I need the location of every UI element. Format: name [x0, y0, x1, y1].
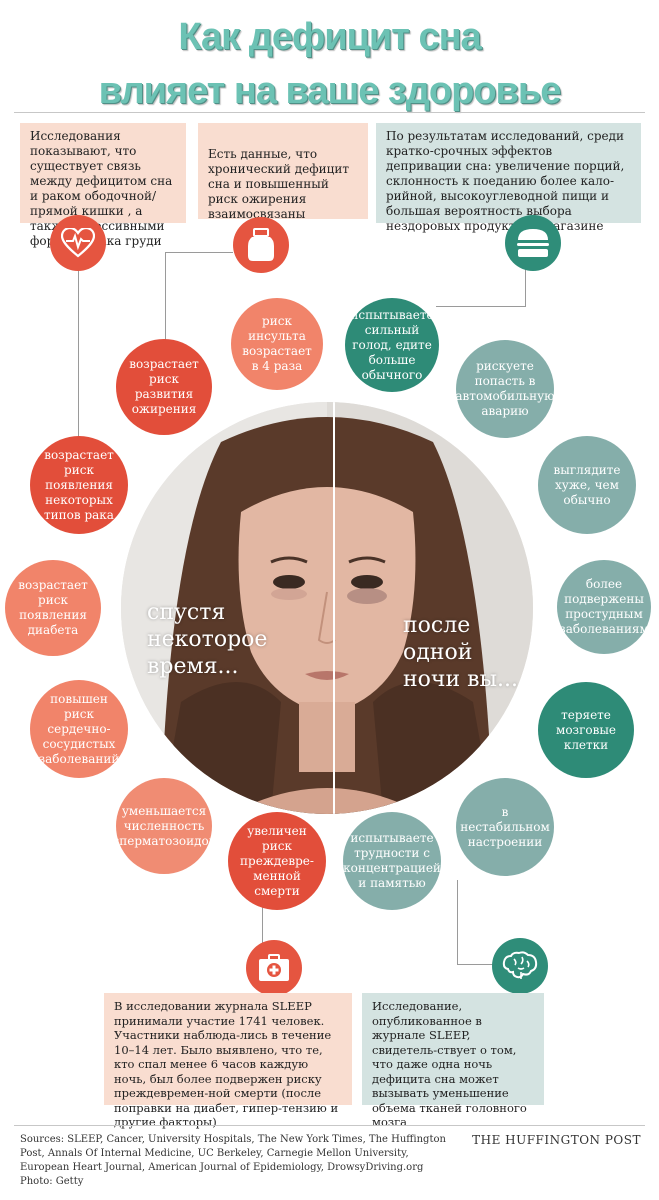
- face-split-line: [333, 402, 335, 814]
- brain-icon: [492, 938, 548, 994]
- burger-icon: [505, 215, 561, 271]
- bubble-brain-cells: теряете мозговые клетки: [538, 682, 634, 778]
- title-line-2: влияет на ваше здоровье: [98, 70, 562, 112]
- footer-divider: [14, 1125, 645, 1126]
- bubble-hunger: испытываете сильный голод, едите больше …: [345, 298, 439, 392]
- bubble-look-worse: выглядите хуже, чем обычно: [538, 436, 636, 534]
- connector-line: [78, 270, 79, 438]
- bubble-concentration: испытываете трудности с концентрацией и …: [343, 812, 441, 910]
- bubble-heart-disease-risk: повышен риск сердечно-сосудистых заболев…: [30, 680, 128, 778]
- connector-line: [457, 880, 458, 964]
- info-box-brain-study: Исследование, опубликованное в журнале S…: [362, 993, 544, 1129]
- first-aid-kit-icon: [246, 940, 302, 996]
- photo-credit: Photo: Getty: [20, 1176, 84, 1187]
- face-right-caption: после одной ночи вы...: [403, 613, 518, 692]
- connector-line: [457, 964, 497, 965]
- connector-line: [262, 905, 263, 945]
- bubble-diabetes-risk: возрастает риск появления диабета: [5, 560, 101, 656]
- connector-line: [165, 252, 166, 345]
- info-box-obesity: Есть данные, что хронический дефицит сна…: [198, 123, 368, 221]
- face-left-caption: спустя некоторое время...: [147, 600, 268, 679]
- bubble-colds: более подвержены простудным заболеваниям: [557, 560, 651, 654]
- heart-pulse-icon: [50, 215, 106, 271]
- footer-sources: Sources: SLEEP, Cancer, University Hospi…: [20, 1133, 460, 1189]
- sources-text: Sources: SLEEP, Cancer, University Hospi…: [20, 1134, 446, 1173]
- brand-logo: THE HUFFINGTON POST: [472, 1133, 641, 1147]
- info-box-short-term: По результатам исследований, среди кратк…: [376, 123, 641, 233]
- bubble-cancer-risk: возрастает риск появления некоторых типо…: [30, 436, 128, 534]
- bubble-premature-death: увеличен риск преждевре-менной смерти: [228, 812, 326, 910]
- connector-line: [525, 262, 526, 306]
- infographic-title: Как дефицит сна влияет на ваше здоровье: [0, 14, 659, 114]
- jar-icon: [233, 217, 289, 273]
- title-line-1: Как дефицит сна: [178, 16, 481, 58]
- info-box-sleep-study: В исследовании журнала SLEEP принимали у…: [104, 993, 352, 1129]
- face-photo: спустя некоторое время... после одной но…: [121, 402, 533, 814]
- title-divider: [14, 112, 645, 113]
- connector-line: [165, 252, 233, 253]
- bubble-stroke-risk: риск инсульта возрастает в 4 раза: [231, 298, 323, 390]
- info-box-cancer: Исследования показывают, что существует …: [20, 123, 186, 248]
- connector-line: [436, 306, 526, 307]
